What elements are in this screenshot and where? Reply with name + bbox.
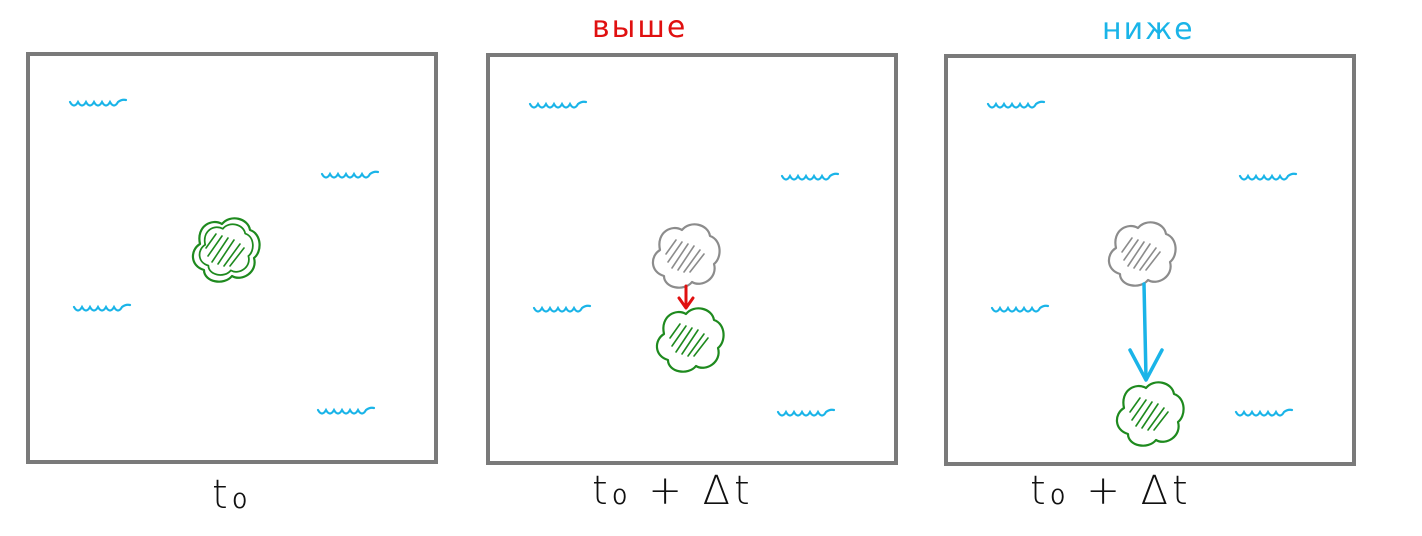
wave-icon xyxy=(68,98,128,107)
particle-blob-icon xyxy=(191,217,261,283)
panel-3-heading: ниже xyxy=(1102,12,1195,47)
arrow-down-icon xyxy=(677,284,695,310)
particle-blob-icon xyxy=(1115,381,1185,447)
wave-icon xyxy=(316,406,376,415)
wave-icon xyxy=(776,408,836,417)
panel-2-heading: выше xyxy=(592,10,688,45)
wave-icon xyxy=(1234,408,1294,417)
panel-2-frame xyxy=(486,53,898,465)
wave-icon xyxy=(72,303,132,312)
wave-icon xyxy=(1238,172,1298,181)
particle-blob-icon xyxy=(655,307,725,373)
wave-icon xyxy=(532,304,592,313)
panel-3-caption: t₀ + Δt xyxy=(1030,468,1192,514)
wave-icon xyxy=(990,304,1050,313)
wave-icon xyxy=(986,100,1046,109)
particle-previous-blob-icon xyxy=(651,223,721,289)
wave-icon xyxy=(320,170,380,179)
wave-icon xyxy=(780,172,840,181)
arrow-down-icon xyxy=(1128,282,1164,382)
panel-3-frame xyxy=(944,54,1356,466)
panel-2-caption: t₀ + Δt xyxy=(592,468,754,514)
particle-previous-blob-icon xyxy=(1107,221,1177,287)
wave-icon xyxy=(528,100,588,109)
panel-1-frame xyxy=(26,52,438,464)
panel-1-caption: t₀ xyxy=(212,472,252,518)
